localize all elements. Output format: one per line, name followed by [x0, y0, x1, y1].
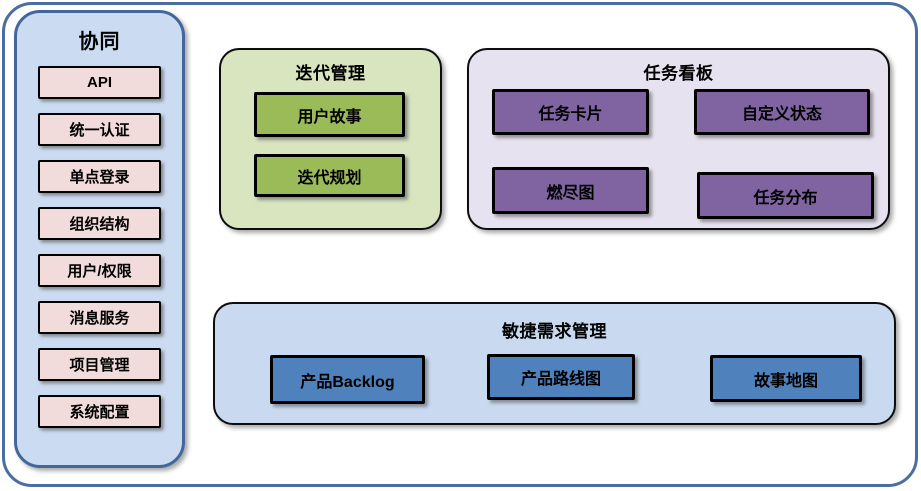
- iteration-management-title: 迭代管理: [295, 64, 366, 83]
- sidebar-item-project-management: 项目管理: [38, 348, 161, 381]
- collaboration-item-list: API 统一认证 单点登录 组织结构 用户/权限 消息服务 项目管理 系统配置: [17, 66, 182, 428]
- task-board-title: 任务看板: [643, 64, 714, 83]
- sidebar-item-users-permissions: 用户/权限: [38, 254, 161, 287]
- task-board-panel: 任务看板 任务卡片 自定义状态 燃尽图 任务分布: [467, 48, 890, 230]
- iteration-management-panel: 迭代管理 用户故事 迭代规划: [219, 48, 442, 230]
- requirements-item-product-backlog: 产品Backlog: [270, 355, 425, 404]
- collaboration-panel-title: 协同: [78, 31, 121, 53]
- sidebar-item-message-service: 消息服务: [38, 301, 161, 334]
- taskboard-item-burndown-chart: 燃尽图: [492, 167, 649, 214]
- sidebar-item-system-config: 系统配置: [38, 395, 161, 428]
- sidebar-item-org-structure: 组织结构: [38, 207, 161, 240]
- iteration-item-iteration-planning: 迭代规划: [254, 154, 405, 197]
- sidebar-item-api: API: [38, 66, 161, 99]
- sidebar-item-unified-auth: 统一认证: [38, 113, 161, 146]
- agile-requirements-title: 敏捷需求管理: [502, 322, 607, 341]
- taskboard-item-task-card: 任务卡片: [492, 89, 649, 135]
- sidebar-item-sso: 单点登录: [38, 160, 161, 193]
- requirements-item-story-map: 故事地图: [710, 355, 862, 402]
- collaboration-panel: 协同 API 统一认证 单点登录 组织结构 用户/权限 消息服务 项目管理 系统…: [14, 10, 185, 468]
- agile-requirements-panel: 敏捷需求管理 产品Backlog 产品路线图 故事地图: [213, 302, 896, 425]
- taskboard-item-custom-status: 自定义状态: [694, 89, 870, 135]
- iteration-item-user-story: 用户故事: [254, 92, 405, 137]
- taskboard-item-task-distribution: 任务分布: [697, 172, 874, 219]
- requirements-item-product-roadmap: 产品路线图: [487, 354, 635, 400]
